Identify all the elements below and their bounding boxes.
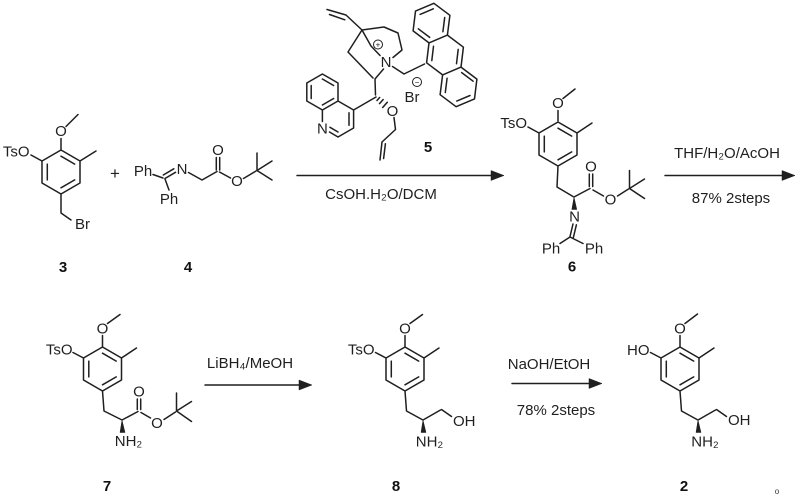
stereo-wedge bbox=[420, 419, 427, 433]
minus-charge-circle bbox=[412, 77, 422, 87]
tso-label: TsO bbox=[3, 144, 30, 161]
reaction-4-conditions-above: NaOH/EtOH bbox=[508, 356, 591, 373]
quaternary-n-label: N bbox=[381, 54, 392, 71]
methoxy-o-label: O bbox=[399, 321, 411, 338]
reaction-arrow-2: THF/H₂O/AcOH 87% 2steps bbox=[664, 145, 796, 207]
br-label: Br bbox=[75, 216, 90, 233]
catalyst-5-number: 5 bbox=[424, 139, 432, 156]
plus-charge-label: + bbox=[376, 41, 381, 50]
stereo-wedge bbox=[695, 419, 702, 433]
phenyl-label: Ph bbox=[160, 191, 178, 208]
stereo-wedge bbox=[119, 419, 126, 433]
compound-3-number: 3 bbox=[59, 259, 67, 276]
imine-n-label: N bbox=[569, 209, 580, 226]
tso-label: TsO bbox=[348, 342, 375, 359]
compound-4-bonds bbox=[152, 152, 273, 191]
compound-6-bonds bbox=[527, 88, 646, 245]
ester-o-label: O bbox=[231, 173, 243, 190]
minus-charge-label: − bbox=[415, 78, 420, 87]
compound-2-number: 2 bbox=[680, 478, 688, 495]
quinoline-bonds bbox=[306, 73, 377, 138]
hydroxyl-label: OH bbox=[453, 413, 476, 430]
reaction-2-yield-below: 87% 2steps bbox=[692, 190, 770, 207]
anthracenyl-bonds bbox=[412, 2, 478, 108]
methoxy-o-label: O bbox=[674, 321, 686, 338]
compound-8-number: 8 bbox=[392, 478, 400, 495]
reaction-arrow-4: NaOH/EtOH 78% 2steps bbox=[508, 356, 603, 419]
compound-7: TsO O O O NH₂ 7 bbox=[46, 313, 193, 495]
compound-3-bonds bbox=[30, 113, 97, 221]
methoxy-o-label: O bbox=[552, 95, 564, 112]
carbonyl-o-label: O bbox=[133, 384, 145, 401]
arrow-3-head bbox=[298, 379, 313, 391]
plus-charge-circle bbox=[373, 39, 383, 50]
hydroxyl-label: OH bbox=[728, 412, 751, 429]
reaction-3-conditions-above: LiBH₄/MeOH bbox=[207, 355, 293, 372]
carbonyl-o-label: O bbox=[585, 159, 597, 176]
reaction-4-yield-below: 78% 2steps bbox=[517, 402, 595, 419]
amine-label: NH₂ bbox=[115, 433, 143, 450]
arrow-2-head bbox=[781, 170, 796, 181]
stereo-wedge bbox=[571, 196, 578, 210]
compound-6-number: 6 bbox=[568, 259, 576, 276]
compound-3: TsO O Br 3 bbox=[3, 113, 97, 276]
amine-label: NH₂ bbox=[416, 434, 444, 451]
phenyl-label: Ph bbox=[585, 241, 603, 258]
ester-o-label: O bbox=[151, 415, 163, 432]
tso-label: TsO bbox=[500, 115, 527, 132]
compound-2-bonds bbox=[649, 313, 728, 421]
ether-o-label: O bbox=[387, 103, 399, 120]
compound-8-bonds bbox=[374, 313, 453, 421]
compound-8: TsO O OH NH₂ 8 bbox=[348, 313, 476, 495]
reaction-arrow-3: LiBH₄/MeOH bbox=[204, 355, 313, 391]
methoxy-o-label: O bbox=[97, 321, 109, 338]
compound-4: Ph Ph N O O 4 bbox=[134, 142, 273, 276]
plus-operator: + bbox=[110, 164, 120, 183]
phenyl-label: Ph bbox=[542, 241, 560, 258]
compound-2: HO O OH NH₂ 2 bbox=[627, 313, 751, 495]
ester-o-label: O bbox=[605, 192, 617, 209]
footnote-mark: o bbox=[775, 487, 780, 496]
imine-n-label: N bbox=[177, 161, 188, 178]
hydroxyl-ho-label: HO bbox=[627, 342, 650, 359]
methoxy-o-label: O bbox=[55, 123, 67, 140]
compound-7-number: 7 bbox=[103, 478, 111, 495]
carbonyl-o-label: O bbox=[212, 142, 224, 159]
o-allyl-bonds bbox=[376, 96, 397, 161]
tso-label: TsO bbox=[46, 342, 73, 359]
arrow-1-head bbox=[490, 170, 505, 181]
bromide-label: Br bbox=[405, 89, 420, 106]
reaction-arrow-1: CsOH.H₂O/DCM bbox=[296, 170, 505, 203]
reaction-2-conditions-above: THF/H₂O/AcOH bbox=[674, 145, 780, 162]
reaction-1-conditions-below: CsOH.H₂O/DCM bbox=[325, 186, 437, 203]
compound-6: TsO O O O N Ph Ph 6 bbox=[500, 88, 646, 276]
quinoline-n-label: N bbox=[317, 121, 328, 138]
phenyl-label: Ph bbox=[134, 163, 152, 180]
catalyst-5: N + N O − Br 5 bbox=[306, 2, 478, 161]
compound-4-number: 4 bbox=[184, 259, 193, 276]
arrow-4-head bbox=[588, 378, 603, 389]
compound-7-bonds bbox=[72, 313, 193, 423]
quinuclidinium-bonds bbox=[326, 8, 426, 96]
amine-label: NH₂ bbox=[691, 434, 719, 451]
